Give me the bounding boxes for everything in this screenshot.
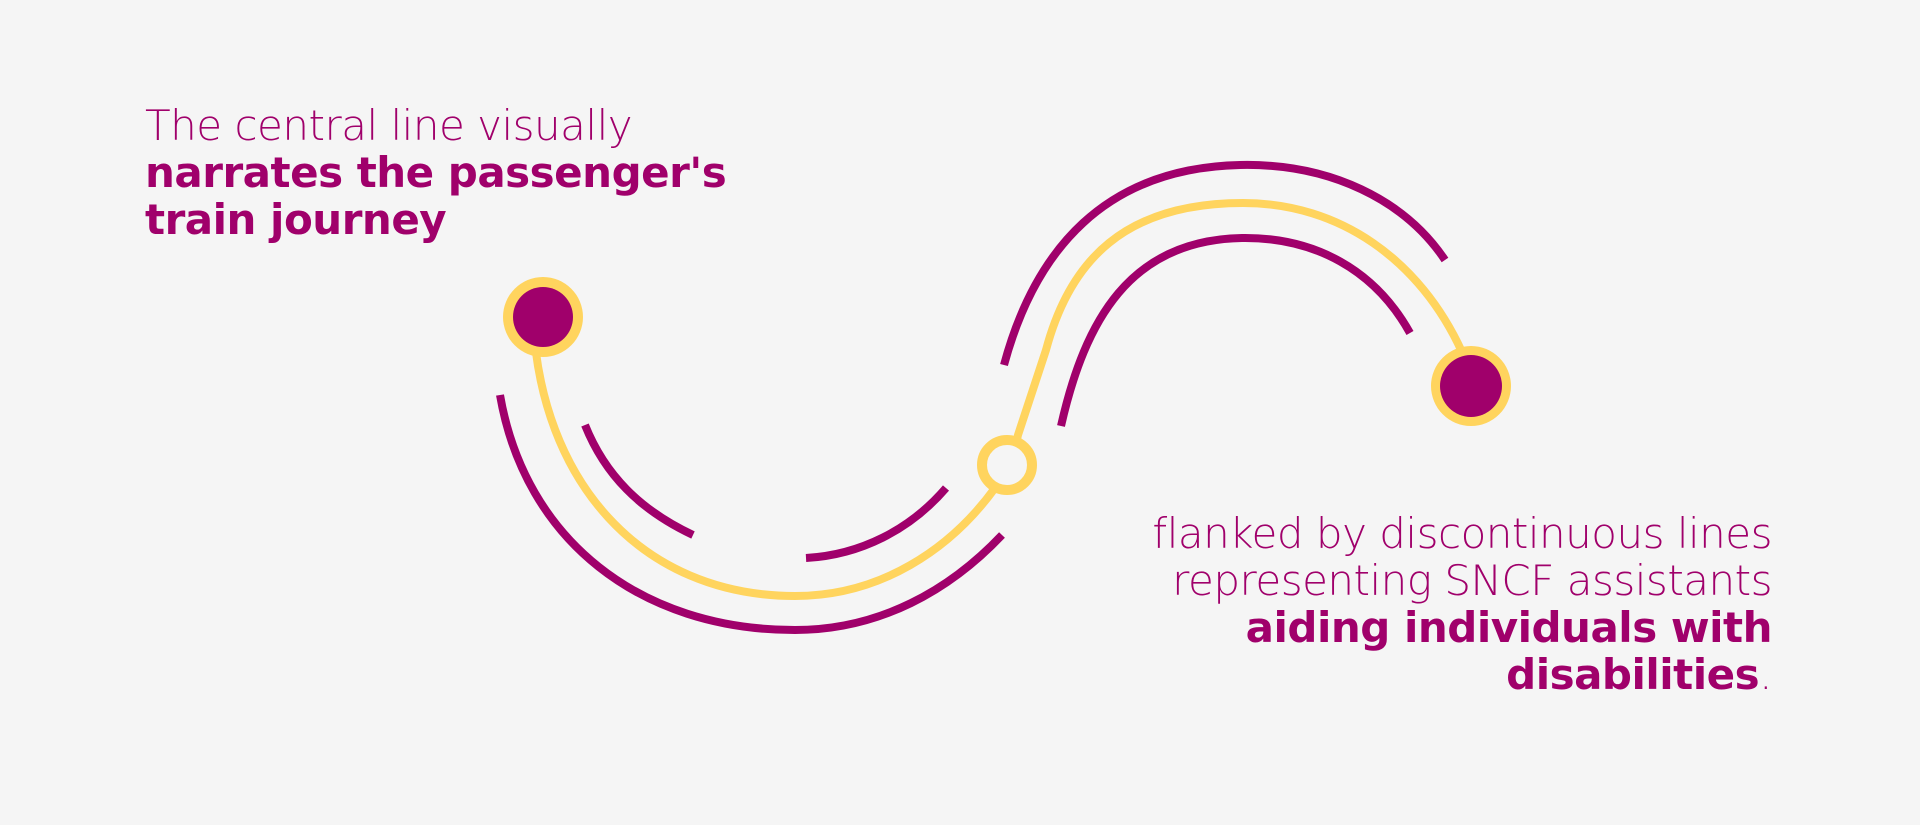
caption-right-line-4-bold: disabilities bbox=[1506, 650, 1760, 699]
assistant-line-outer-upper bbox=[1000, 160, 1449, 367]
middle-stop bbox=[977, 435, 1037, 495]
caption-left-line-3: train journey bbox=[145, 195, 447, 244]
assistant-line-inner-lower-b bbox=[805, 485, 950, 562]
assistant-line-outer-lower bbox=[496, 394, 1005, 635]
assistant-line-inner-lower-a bbox=[581, 423, 695, 539]
assistant-line-inner-upper bbox=[1057, 233, 1414, 427]
caption-right-line-4: disabilities. bbox=[1152, 651, 1772, 698]
caption-left-line-2: narrates the passenger's bbox=[145, 148, 727, 197]
caption-right-line-3: aiding individuals with bbox=[1245, 603, 1773, 652]
caption-right-line-4-tail: . bbox=[1759, 650, 1772, 699]
caption-flanking-lines: flanked by discontinuous lines represent… bbox=[1152, 510, 1772, 698]
end-station-inner bbox=[1440, 355, 1502, 417]
caption-right-line-2: representing SNCF assistants bbox=[1172, 556, 1772, 605]
caption-right-line-1: flanked by discontinuous lines bbox=[1152, 509, 1772, 558]
caption-left-line-1: The central line visually bbox=[145, 101, 633, 150]
start-station-inner bbox=[513, 287, 573, 347]
caption-central-line: The central line visually narrates the p… bbox=[145, 101, 727, 244]
